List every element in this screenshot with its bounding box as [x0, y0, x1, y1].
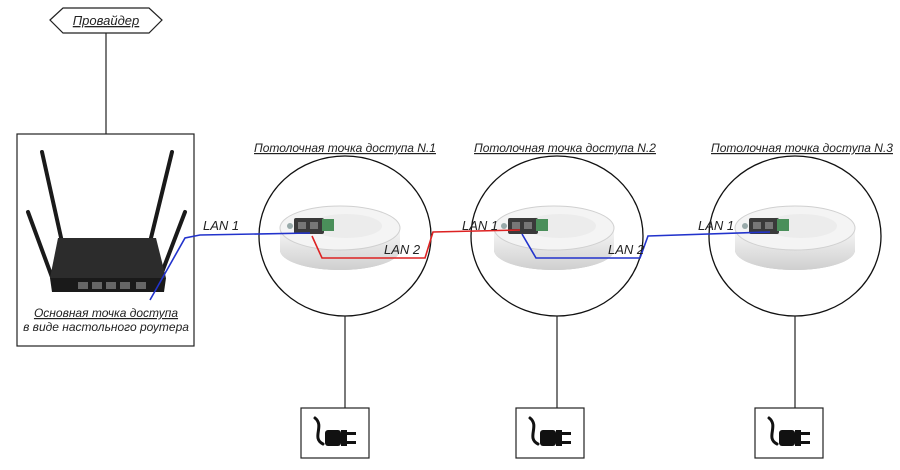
lan2-label-ap2: LAN 2 [608, 242, 645, 257]
access-point-2: Потолочная точка доступа N.2 [470, 141, 656, 459]
access-point-1: Потолочная точка доступа N.1 [254, 141, 436, 459]
access-point-1-title: Потолочная точка доступа N.1 [254, 141, 436, 155]
router-caption-line2: в виде настольного роутера [23, 320, 189, 334]
router-node: Основная точка доступа в виде настольног… [16, 133, 195, 347]
provider-hexagon [49, 7, 163, 34]
provider-label: Провайдер [73, 13, 140, 28]
power-box-1 [300, 407, 370, 459]
access-point-3-title: Потолочная точка доступа N.3 [711, 141, 893, 155]
access-point-3: Потолочная точка доступа N.3 [708, 141, 893, 459]
lan2-cable-ap2-ap3 [521, 231, 771, 259]
lan2-label-ap1: LAN 2 [384, 242, 421, 257]
access-point-2-device-icon [493, 205, 615, 271]
lan1-cable-router-ap1 [149, 232, 311, 301]
router-caption-line1: Основная точка доступа [34, 306, 178, 320]
access-point-3-device-icon [734, 205, 856, 271]
lan2-cable-ap1-ap2 [311, 229, 521, 259]
access-point-1-device-icon [279, 205, 401, 271]
lan1-label-ap3: LAN 1 [698, 218, 734, 233]
access-point-2-title: Потолочная точка доступа N.2 [474, 141, 656, 155]
lan1-label-ap2: LAN 1 [462, 218, 498, 233]
router-icon [26, 150, 187, 292]
lan1-label-ap1: LAN 1 [203, 218, 239, 233]
provider-node: Провайдер [49, 7, 163, 34]
